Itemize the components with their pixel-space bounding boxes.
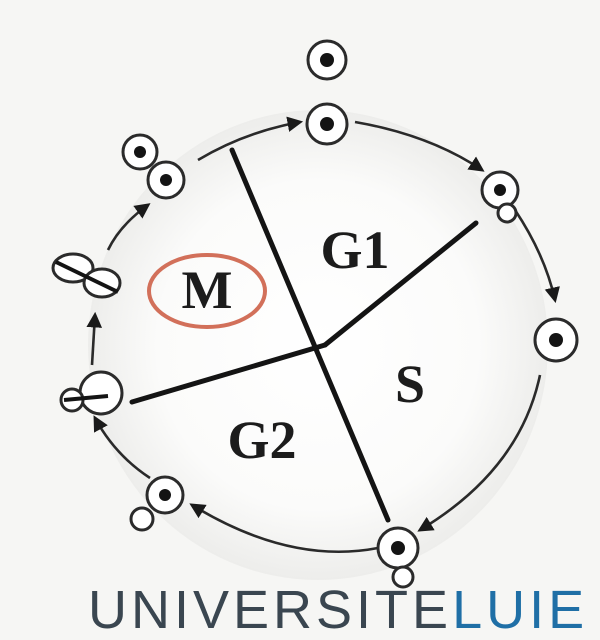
cell-prophase <box>61 372 122 414</box>
university-banner-main: UNIVERSITE <box>88 580 452 640</box>
university-banner-accent: LUIE <box>452 580 588 640</box>
cell-top-daughter-2 <box>307 104 347 144</box>
phase-label-m: M <box>182 260 233 320</box>
cell-s <box>535 319 577 361</box>
phase-label-g1: G1 <box>320 220 389 280</box>
cell-top-daughter-1 <box>308 41 346 79</box>
cell-telophase <box>123 135 184 198</box>
phase-label-s: S <box>395 354 425 414</box>
phase-label-g2: G2 <box>227 410 296 470</box>
cell-bottom <box>378 528 418 587</box>
university-banner: UNIVERSITELUIE <box>88 580 588 640</box>
